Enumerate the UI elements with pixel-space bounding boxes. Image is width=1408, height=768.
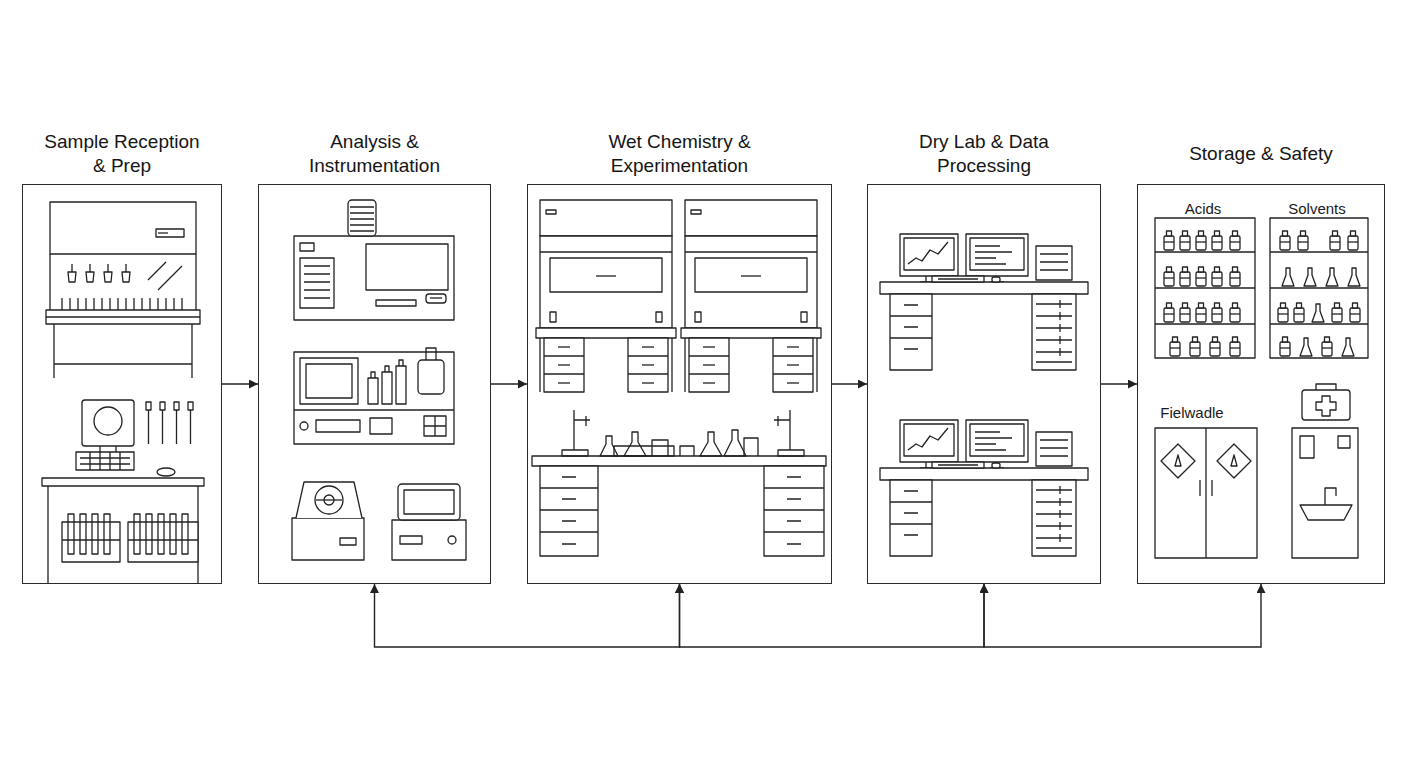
area-label: Fielwadle — [1160, 404, 1223, 421]
centrifuge — [292, 482, 364, 560]
feedback-line — [984, 584, 1261, 647]
biosafety-cabinet — [46, 202, 200, 378]
zone-box: Sample Reception & Prep — [22, 184, 222, 584]
zone-heading: Analysis & Instrumentation — [287, 130, 462, 178]
mass-spectrometer — [294, 200, 454, 320]
zone-heading: Sample Reception & Prep — [44, 130, 200, 178]
first-aid-kit — [1302, 384, 1350, 420]
chromatograph — [294, 348, 454, 444]
zone-box: Storage & Safety — [1137, 184, 1385, 584]
heading-wrap: Wet Chemistry & Experimentation — [570, 130, 790, 178]
feedback-line — [680, 584, 985, 647]
heading-wrap: Sample Reception & Prep — [44, 130, 200, 178]
zone-box: Analysis & Instrumentation — [258, 184, 491, 584]
zone-box: Wet Chemistry & Experimentation — [527, 184, 832, 584]
analyzer — [392, 484, 466, 560]
heading-wrap: Analysis & Instrumentation — [287, 130, 462, 178]
zone-heading: Wet Chemistry & Experimentation — [570, 130, 790, 178]
chemical-shelves — [1155, 218, 1368, 358]
area-label: Acids — [1185, 200, 1222, 217]
zone-box: Dry Lab & Data Processing — [867, 184, 1101, 584]
feedback-line — [375, 584, 680, 647]
area-label: Solvents — [1288, 200, 1346, 217]
wet-bench — [532, 410, 826, 556]
zone-heading: Dry Lab & Data Processing — [884, 130, 1084, 178]
fume-hoods — [536, 200, 821, 392]
flow-arrow — [832, 383, 867, 384]
flammables-cabinet — [1155, 428, 1257, 558]
heading-wrap: Dry Lab & Data Processing — [884, 130, 1084, 178]
zone-heading: Storage & Safety — [1189, 142, 1333, 166]
flow-arrow — [222, 383, 258, 384]
prep-bench — [42, 400, 204, 584]
heading-wrap: Storage & Safety — [1141, 130, 1381, 178]
flow-arrow — [491, 383, 527, 384]
computer-desks — [880, 234, 1088, 556]
eyewash-station — [1292, 428, 1358, 558]
flow-arrow — [1101, 383, 1137, 384]
